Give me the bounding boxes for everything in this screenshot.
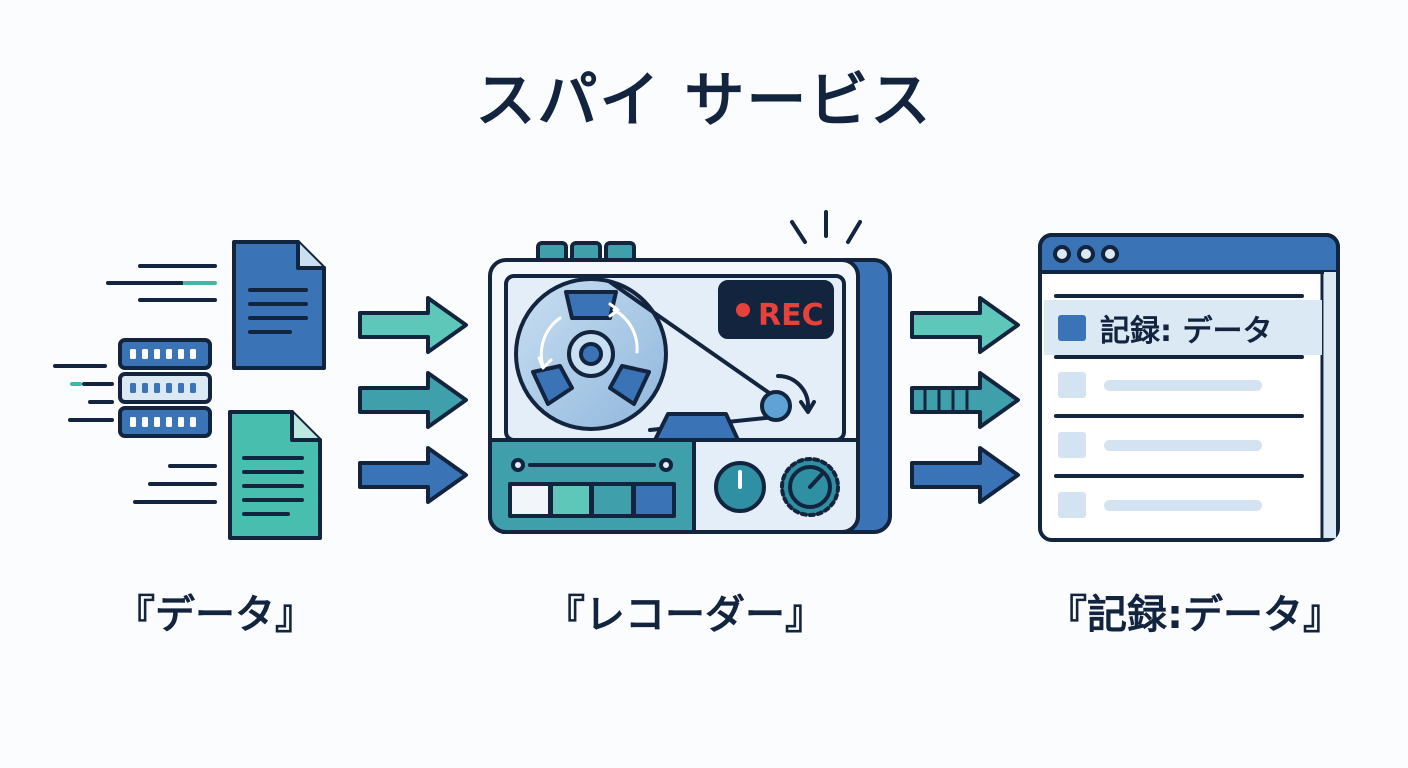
arrows-left (358, 296, 468, 504)
tape-recorder-icon: REC (488, 210, 892, 534)
browser-window-icon: 記録: データ (1038, 233, 1340, 542)
server-icon (118, 338, 212, 438)
data-source-group (53, 240, 326, 540)
arrow-right-icon (358, 371, 468, 429)
record-entry-label: 記録: データ (1100, 314, 1272, 349)
page-title: スパイ サービス (475, 66, 933, 136)
arrow-right-icon (910, 371, 1020, 429)
document-icon (232, 240, 326, 370)
arrow-right-icon (910, 446, 1020, 504)
arrow-right-icon (358, 296, 468, 354)
arrow-right-icon (910, 296, 1020, 354)
speed-lines (53, 264, 217, 504)
arrow-right-icon (358, 446, 468, 504)
recorder-label: 『レコーダー』 (545, 592, 825, 638)
arrows-right (910, 296, 1020, 504)
document-icon (228, 410, 322, 540)
rec-badge: REC (758, 298, 824, 333)
record-label: 『記録:データ』 (1047, 592, 1343, 638)
data-label: 『データ』 (115, 592, 315, 638)
